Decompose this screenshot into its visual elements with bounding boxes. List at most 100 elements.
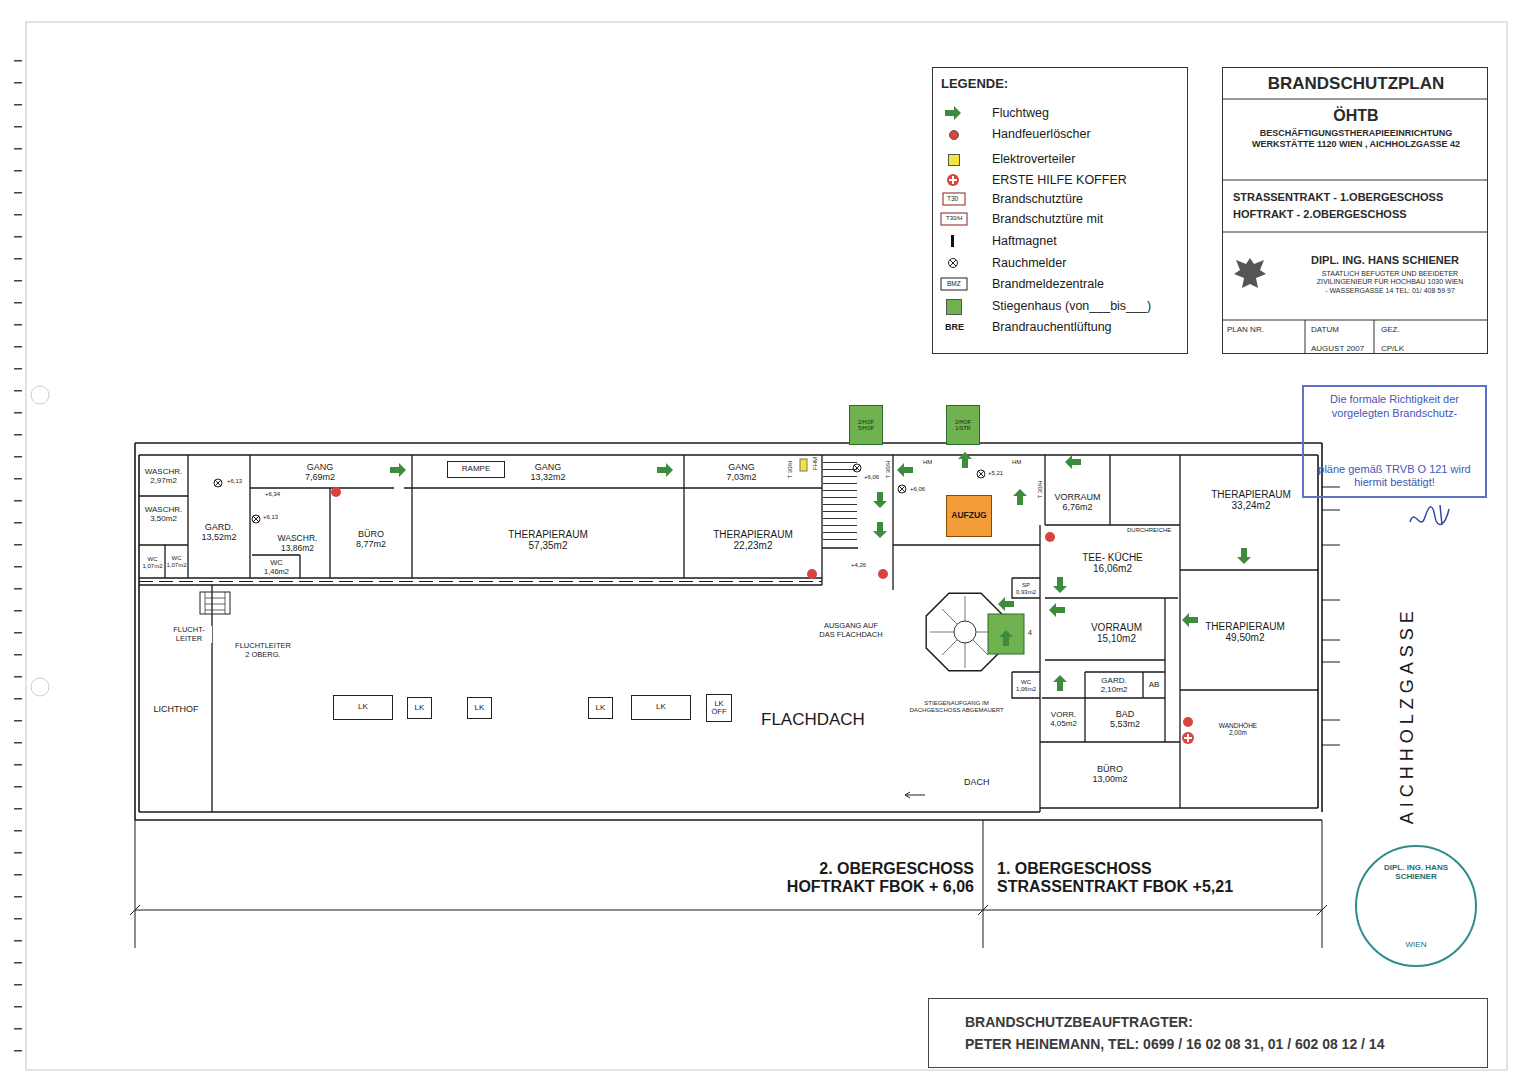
- plan-label: AICHHOLZGASSE: [1397, 605, 1418, 825]
- room-text: 16,06m2: [1093, 563, 1132, 574]
- room-text: 13,32m2: [530, 473, 565, 483]
- tag-node: LK ÖFF: [706, 694, 732, 722]
- room-text: 13,00m2: [1092, 775, 1127, 785]
- plan-label: DACH: [963, 777, 991, 787]
- legend-text: ERSTE HILFE KOFFER: [992, 173, 1127, 188]
- legend-text: Brandschutztüre mit: [992, 212, 1103, 227]
- room-node: WASCHR.13,86m2: [265, 532, 330, 555]
- seal-text: WIEN: [1406, 940, 1427, 949]
- room-text: WC: [1021, 679, 1031, 686]
- fire-equipment: [1182, 732, 1194, 744]
- approval-signature: [1410, 505, 1449, 525]
- room-text: 2,97m2: [150, 477, 177, 486]
- tag-text: LK: [415, 704, 425, 713]
- title-block-lines: [1222, 99, 1488, 354]
- panel-text: STAATLICH BEFUGTER UND BEEIDETER ZIVILIN…: [1315, 270, 1465, 295]
- escape-route-arrows: [873, 522, 887, 538]
- room-node: WASCHR.2,97m2: [139, 457, 188, 496]
- room-text: THERAPIERAUM: [713, 529, 792, 540]
- room-node: BÜRO13,00m2: [1040, 755, 1180, 795]
- plan-label: HM: [922, 459, 933, 466]
- roof-features: [905, 792, 925, 798]
- roof-features: [200, 592, 925, 798]
- room-text: 8,77m2: [356, 540, 386, 550]
- escape-route-arrows: [390, 463, 406, 477]
- smoke-detectors: [898, 485, 906, 493]
- plan-label: 2. OBERGESCHOSS HOFTRAKT FBOK + 6,06: [738, 860, 975, 897]
- room-node: WASCHR.3,50m2: [139, 497, 188, 533]
- room-node: BÜRO8,77m2: [330, 520, 412, 560]
- room-node: WC1,06m2: [1012, 673, 1040, 698]
- room-node: GANG7,03m2: [684, 457, 799, 488]
- plan-label: FLUCHTLEITER 2 OBERG.: [232, 642, 294, 659]
- room-text: GANG: [728, 463, 755, 473]
- legend-symbols: [949, 259, 958, 268]
- escape-route-arrows: [1053, 577, 1067, 593]
- stair-text: 2/HOF: [858, 419, 874, 425]
- room-text: GANG: [307, 463, 334, 473]
- title-block-lines: [1222, 99, 1488, 354]
- legend-symbols: [941, 278, 967, 290]
- room-text: 1,07m2: [142, 563, 162, 570]
- legend-text: Brandrauchentlüftung: [992, 320, 1112, 335]
- plan-label: +6,06: [909, 486, 926, 493]
- room-text: LICHTHOF: [154, 705, 199, 715]
- room-node: BAD5,53m2: [1085, 698, 1165, 742]
- legend-text: Stiegenhaus (von___bis___): [992, 299, 1151, 314]
- stair-text: 1/STR: [955, 425, 971, 431]
- legend-swatch: [948, 154, 960, 166]
- legend-swatch: [946, 299, 962, 315]
- panel-text: CP/LK: [1381, 344, 1404, 354]
- staircases: [840, 462, 1024, 671]
- seal-text: DIPL. ING. HANS SCHIENER: [1373, 863, 1459, 881]
- legend-text: Brandschutztüre: [992, 192, 1083, 207]
- plan-label: +4,26: [850, 562, 867, 569]
- building-walls: [139, 581, 822, 582]
- room-node: WC1,46m2: [255, 557, 298, 578]
- building-walls: [130, 820, 1327, 948]
- plan-label: STIEGENAUFGANG IM DACHGESCHOSS ABGEMAUER…: [898, 700, 1015, 714]
- room-node: THERAPIERAUM49,50m2: [1180, 612, 1310, 652]
- smoke-detectors: [214, 479, 222, 487]
- room-text: BÜRO: [1097, 765, 1123, 775]
- smoke-detectors: [977, 470, 985, 478]
- legend-symbols: [947, 174, 959, 186]
- plan-label: +6,13: [262, 514, 279, 521]
- plan-label: +5,21: [987, 470, 1004, 477]
- escape-route-arrows: [657, 463, 673, 477]
- plan-label: AUSGANG AUF DAS FLACHDACH: [815, 622, 887, 639]
- escape-route-arrows: [1013, 489, 1027, 505]
- plan-label: +6,13: [226, 478, 243, 485]
- plan-label: WANDHÖHE 2,00m: [1212, 722, 1264, 737]
- room-text: 15,10m2: [1097, 633, 1136, 644]
- panel-text: PLAN NR.: [1227, 325, 1264, 335]
- room-text: WASCHR.: [145, 468, 182, 477]
- escape-route-arrows: [998, 597, 1014, 611]
- room-text: 1,06m2: [1016, 686, 1036, 693]
- legend-text: Handfeuerlöscher: [992, 127, 1091, 142]
- room-node: TEE- KÜCHE16,06m2: [1045, 545, 1180, 580]
- tag-text: LK: [596, 704, 606, 713]
- smoke-detectors: [853, 464, 861, 472]
- smoke-detectors: [854, 465, 860, 471]
- legend-text: Elektroverteiler: [992, 152, 1075, 167]
- building-walls: [130, 443, 1340, 948]
- room-text: 7,03m2: [726, 473, 756, 483]
- staircases: [988, 614, 1024, 654]
- plan-label: FHM: [812, 456, 819, 471]
- tag-text: LK: [358, 703, 368, 712]
- sheet-frame: [26, 22, 1507, 1070]
- room-text: BÜRO: [358, 530, 384, 540]
- escape-route-arrows: [1237, 548, 1251, 564]
- building-walls: [1322, 487, 1340, 745]
- panel-text: HOFTRAKT - 2.OBERGESCHOSS: [1233, 208, 1407, 221]
- escape-route-arrows: [1065, 455, 1081, 469]
- plan-label: T 30/H: [885, 459, 892, 479]
- plan-label: +6,34: [264, 491, 281, 498]
- room-node: VORRAUM15,10m2: [1068, 615, 1165, 650]
- roof-features: [200, 592, 230, 614]
- fire-equipment: [331, 487, 341, 497]
- legend-symbols: [941, 213, 967, 225]
- plan-label: FLACHDACH: [760, 710, 866, 730]
